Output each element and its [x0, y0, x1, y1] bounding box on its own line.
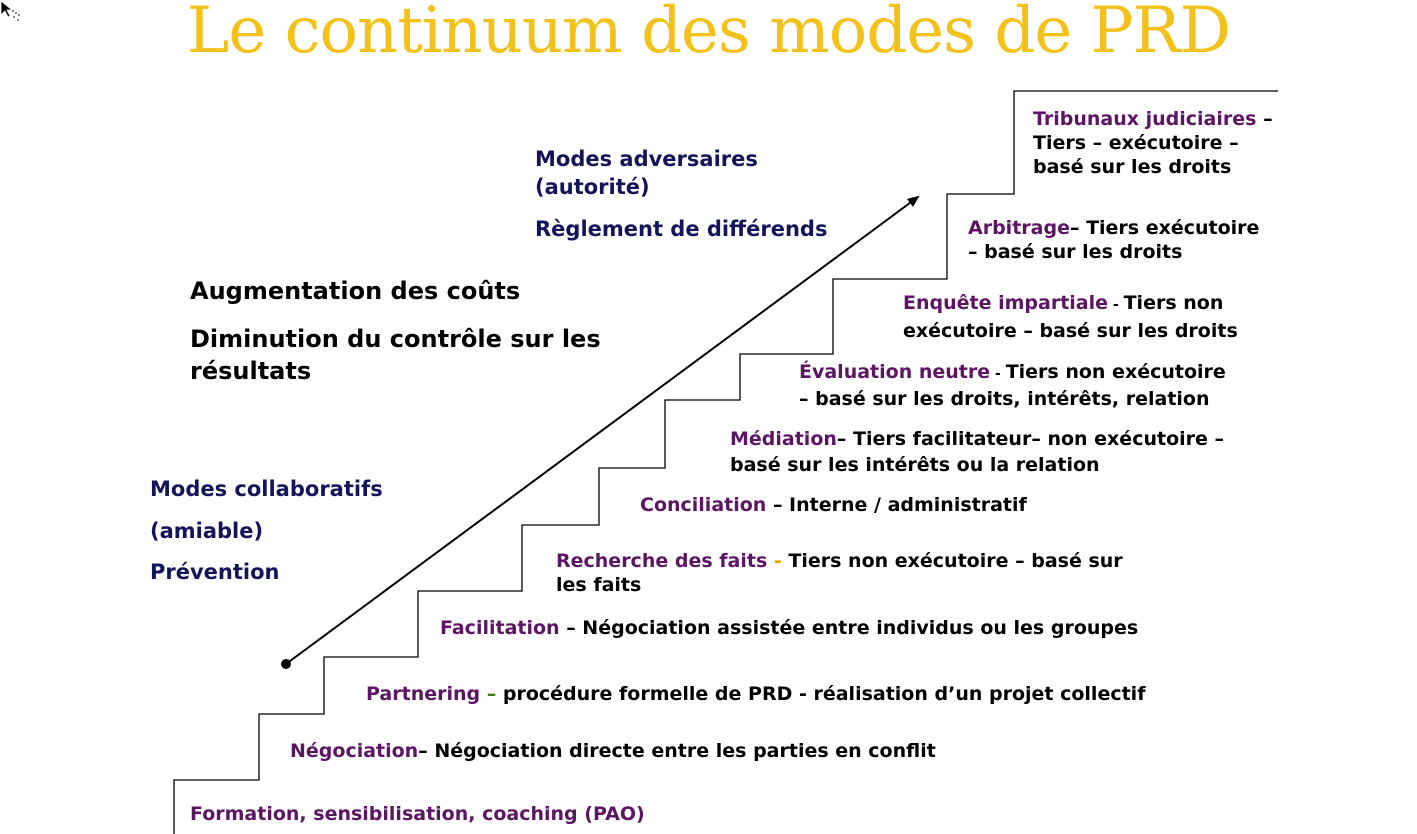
page-title: Le continuum des modes de PRD: [186, 0, 1231, 68]
step-name: Facilitation: [440, 617, 560, 639]
decreasing-control-label-2: résultats: [190, 357, 312, 385]
step-conciliation: Conciliation – Interne / administratif: [640, 494, 1027, 516]
step-name: Médiation: [730, 428, 837, 450]
step-name: Recherche des faits: [556, 550, 768, 572]
step-name: Évaluation neutre: [799, 361, 991, 383]
increasing-costs-label: Augmentation des coûts: [190, 277, 521, 305]
step-formation: Formation, sensibilisation, coaching (PA…: [190, 802, 645, 826]
collaborative-modes-label: Modes collaboratifs: [150, 477, 383, 501]
dispute-resolution-label: Règlement de différends: [535, 217, 828, 241]
step-evaluation: Évaluation neutre - Tiers non exécutoire…: [799, 361, 1226, 410]
mouse-cursor-icon: [0, 0, 20, 21]
step-name: Arbitrage: [968, 217, 1070, 239]
step-name: Formation, sensibilisation, coaching (PA…: [190, 803, 645, 825]
adversarial-authority-label: (autorité): [535, 175, 650, 199]
step-name: Enquête impartiale: [903, 292, 1109, 314]
step-enquete: Enquête impartiale - Tiers non exécutoir…: [903, 292, 1238, 342]
decreasing-control-label: Diminution du contrôle sur les: [190, 325, 601, 353]
step-name: Partnering: [366, 683, 481, 705]
step-tribunaux: Tribunaux judiciaires – Tiers – exécutoi…: [1033, 108, 1273, 178]
adversarial-modes-label: Modes adversaires: [535, 147, 758, 171]
progress-arrow: [285, 195, 920, 665]
step-name: Conciliation: [640, 494, 767, 516]
step-partnering: Partnering – procédure formelle de PRD -…: [366, 683, 1146, 705]
step-mediation: Médiation– Tiers facilitateur– non exécu…: [730, 428, 1225, 476]
step-arbitrage: Arbitrage– Tiers exécutoire – basé sur l…: [968, 217, 1260, 263]
staircase-line: [173, 90, 1278, 834]
arrow-start-dot: [281, 659, 291, 669]
step-name: Tribunaux judiciaires: [1033, 108, 1257, 130]
step-facilitation: Facilitation – Négociation assistée entr…: [440, 617, 1139, 639]
collaborative-amiable-label: (amiable): [150, 519, 264, 543]
step-recherche: Recherche des faits - Tiers non exécutoi…: [556, 550, 1123, 596]
step-negociation: Négociation– Négociation directe entre l…: [290, 740, 936, 762]
step-name: Négociation: [290, 740, 419, 762]
prevention-label: Prévention: [150, 560, 280, 584]
